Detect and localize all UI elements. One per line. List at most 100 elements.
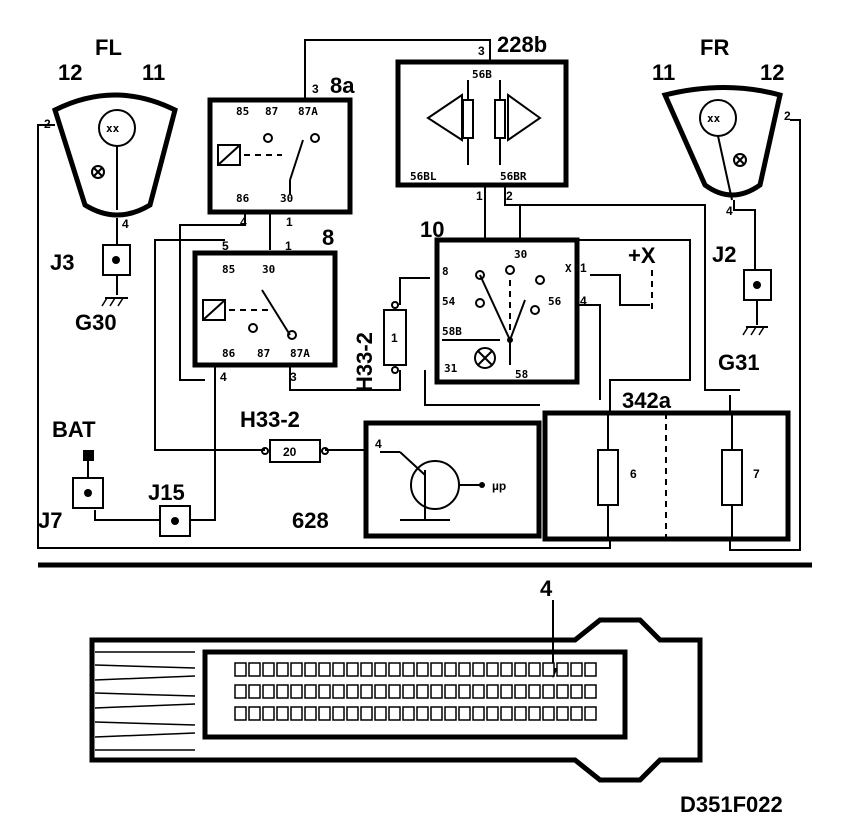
r8a-pin87a: 87A: [298, 105, 318, 118]
r8-pin86: 86: [222, 347, 236, 360]
connector-pin-cavity: [248, 662, 261, 677]
u342a-fuse6: 6: [630, 467, 637, 481]
connector-pin-cavity: [388, 684, 401, 699]
plus-x-label: +X: [628, 243, 656, 268]
r8a-conn-br: 1: [286, 215, 293, 229]
relay-8: 85 30 86 87 87A 5 1 4 3 8: [192, 225, 338, 384]
connector-pin-cavity: [416, 706, 429, 721]
connector-pin-cavity: [416, 684, 429, 699]
connector-pin-cavity: [458, 706, 471, 721]
fr-label: FR: [700, 35, 729, 60]
junction-j3: J3: [50, 244, 131, 276]
connector-pin-cavity: [290, 706, 303, 721]
s10-pin8: 8: [442, 265, 449, 278]
lamp-fr: xx FR 11 12 2 4: [652, 35, 791, 218]
fr-pin-right: 12: [760, 60, 784, 85]
h33v-label: H33-2: [352, 332, 377, 392]
j3-label: J3: [50, 250, 74, 275]
r8a-pin85: 85: [236, 105, 249, 118]
connector-pin-cavity: [402, 706, 415, 721]
connector-pin-cavity: [444, 662, 457, 677]
connector-pin-cavity: [276, 662, 289, 677]
connector-pin-cavity: [556, 684, 569, 699]
connector-pin-cavity: [528, 662, 541, 677]
connector-pin-cavity: [332, 706, 345, 721]
connector-pin-cavity: [486, 684, 499, 699]
connector-pin-cavity: [584, 662, 597, 677]
r8-pin87: 87: [257, 347, 270, 360]
connector-pin-cavity: [360, 662, 373, 677]
connector-pin-cavity: [290, 662, 303, 677]
fr-pin-bottom: 4: [726, 204, 733, 218]
connector-pin-cavity: [360, 684, 373, 699]
connector-pin-rows: [234, 662, 597, 721]
ground-g30: G30: [75, 297, 128, 335]
connector-pin-cavity: [374, 706, 387, 721]
lamp-fl: xx FL 12 11 2 4: [44, 35, 178, 231]
connector-pin-cavity: [528, 684, 541, 699]
u628-pin: 4: [375, 437, 382, 451]
u342a-label: 342a: [622, 388, 672, 413]
connector-pin-cavity: [318, 662, 331, 677]
connector-h33-vertical: 1 H33-2: [352, 301, 407, 392]
r8-label: 8: [322, 225, 334, 250]
connector-pin-cavity: [458, 662, 471, 677]
connector-pin-cavity: [584, 706, 597, 721]
h33v-pin: 1: [391, 331, 398, 345]
junction-j7: J7: [38, 477, 104, 533]
r8-conn-br: 3: [290, 370, 297, 384]
h33h-label: H33-2: [240, 407, 300, 432]
connector-pin-cavity: [570, 684, 583, 699]
connector-pin-cavity: [444, 684, 457, 699]
fr-pin-left: 11: [652, 60, 675, 85]
unit-228b: 56B 56BL 56BR 3 1 2 228b: [395, 32, 569, 203]
r8-pin85: 85: [222, 263, 235, 276]
s10-pin56: 56: [548, 295, 562, 308]
fl-pin-bottom: 4: [122, 217, 129, 231]
svg-text:xx: xx: [106, 122, 120, 135]
connector-pin-cavity: [542, 706, 555, 721]
u228b-pin56br: 56BR: [500, 170, 527, 183]
connector-pin-cavity: [416, 662, 429, 677]
connector-pin-cavity: [542, 684, 555, 699]
s10-pin54: 54: [442, 295, 456, 308]
u228b-conn-top: 3: [478, 44, 485, 58]
relay-8a: 85 87 87A 86 30 3 4 1 8a: [207, 73, 355, 229]
battery: BAT: [52, 417, 96, 461]
fl-pin-left: 12: [58, 60, 82, 85]
connector-pin-cavity: [304, 662, 317, 677]
connector-pin-cavity: [304, 706, 317, 721]
r8a-pin87: 87: [265, 105, 278, 118]
connector-pin-cavity: [430, 684, 443, 699]
connector-pin-cavity: [332, 662, 345, 677]
connector-pin-cavity: [388, 662, 401, 677]
connector-pin-cavity: [486, 662, 499, 677]
connector-pin-cavity: [360, 706, 373, 721]
connector-pin-cavity: [444, 706, 457, 721]
connector-pin-cavity: [500, 706, 513, 721]
j2-label: J2: [712, 242, 736, 267]
diagram-id: D351F022: [680, 792, 783, 817]
u228b-pin56b: 56B: [472, 68, 492, 81]
u342a-fuse7: 7: [753, 467, 760, 481]
s10-label: 10: [420, 217, 444, 242]
connector-pin-cavity: [346, 684, 359, 699]
fl-pin-right: 11: [142, 60, 165, 85]
connector-pin-cavity: [262, 684, 275, 699]
s10-pin58: 58: [515, 368, 528, 381]
r8a-label: 8a: [330, 73, 355, 98]
connector-pin-cavity: [542, 662, 555, 677]
connector-pin-cavity: [528, 706, 541, 721]
connector-4-label: 4: [540, 576, 553, 601]
connector-pin-cavity: [262, 706, 275, 721]
connector-pin-cavity: [472, 662, 485, 677]
connector-pin-cavity: [556, 706, 569, 721]
connector-pin-cavity: [276, 706, 289, 721]
s10-conn1: 1: [580, 261, 587, 275]
j15-label: J15: [148, 480, 185, 505]
connector-pin-cavity: [318, 706, 331, 721]
u228b-conn-bl: 1: [476, 189, 483, 203]
bat-label: BAT: [52, 417, 96, 442]
connector-pin-cavity: [570, 662, 583, 677]
